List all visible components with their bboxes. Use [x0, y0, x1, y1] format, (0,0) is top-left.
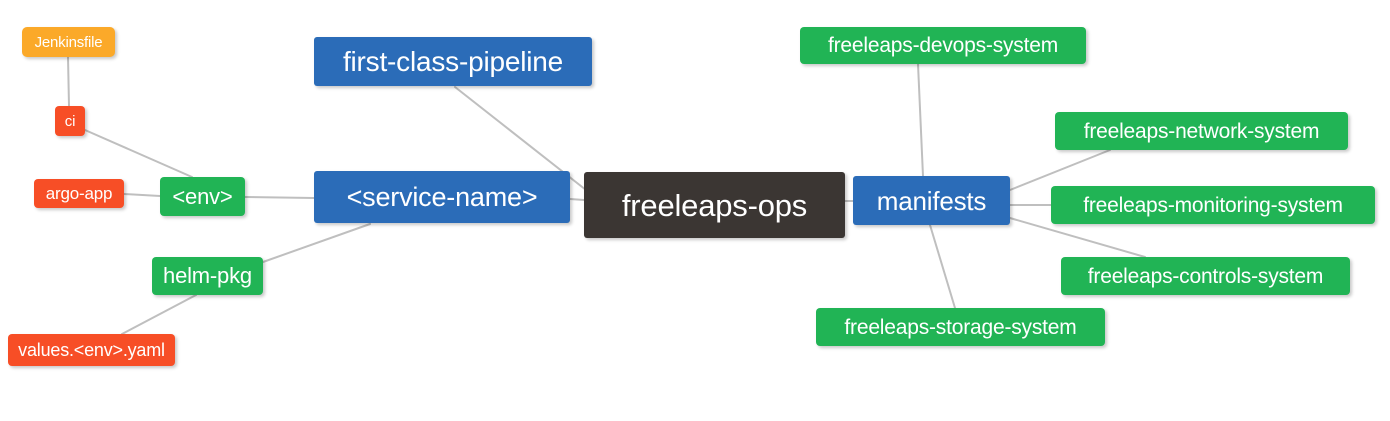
- edge-ci-to-jenkinsfile: [67, 56, 70, 107]
- edge-helm-pkg-to-values-env-yaml: [121, 294, 197, 335]
- node-values-env-yaml[interactable]: values.<env>.yaml: [8, 334, 175, 366]
- edge-env-to-argo-app: [123, 193, 161, 197]
- node-env[interactable]: <env>: [160, 177, 245, 216]
- edge-manifests-to-freeleaps-controls-system: [1009, 217, 1146, 258]
- edge-manifests-to-freeleaps-devops-system: [917, 63, 924, 177]
- edge-service-name-to-helm-pkg: [262, 223, 371, 263]
- node-freeleaps-devops-system[interactable]: freeleaps-devops-system: [800, 27, 1086, 64]
- edge-manifests-to-freeleaps-network-system: [1009, 149, 1111, 191]
- node-argo-app[interactable]: argo-app: [34, 179, 124, 208]
- edge-env-to-ci: [84, 129, 193, 178]
- edge-service-name-to-env: [244, 196, 315, 199]
- node-first-class-pipeline[interactable]: first-class-pipeline: [314, 37, 592, 86]
- edge-freeleaps-ops-to-service-name: [569, 198, 585, 201]
- node-freeleaps-controls-system[interactable]: freeleaps-controls-system: [1061, 257, 1350, 295]
- edge-manifests-to-freeleaps-storage-system: [929, 224, 956, 309]
- node-jenkinsfile[interactable]: Jenkinsfile: [22, 27, 115, 57]
- node-ci[interactable]: ci: [55, 106, 85, 136]
- node-freeleaps-ops[interactable]: freeleaps-ops: [584, 172, 845, 238]
- node-manifests[interactable]: manifests: [853, 176, 1010, 225]
- node-helm-pkg[interactable]: helm-pkg: [152, 257, 263, 295]
- node-freeleaps-storage-system[interactable]: freeleaps-storage-system: [816, 308, 1105, 346]
- node-freeleaps-network-system[interactable]: freeleaps-network-system: [1055, 112, 1348, 150]
- node-service-name[interactable]: <service-name>: [314, 171, 570, 223]
- node-freeleaps-monitoring-system[interactable]: freeleaps-monitoring-system: [1051, 186, 1375, 224]
